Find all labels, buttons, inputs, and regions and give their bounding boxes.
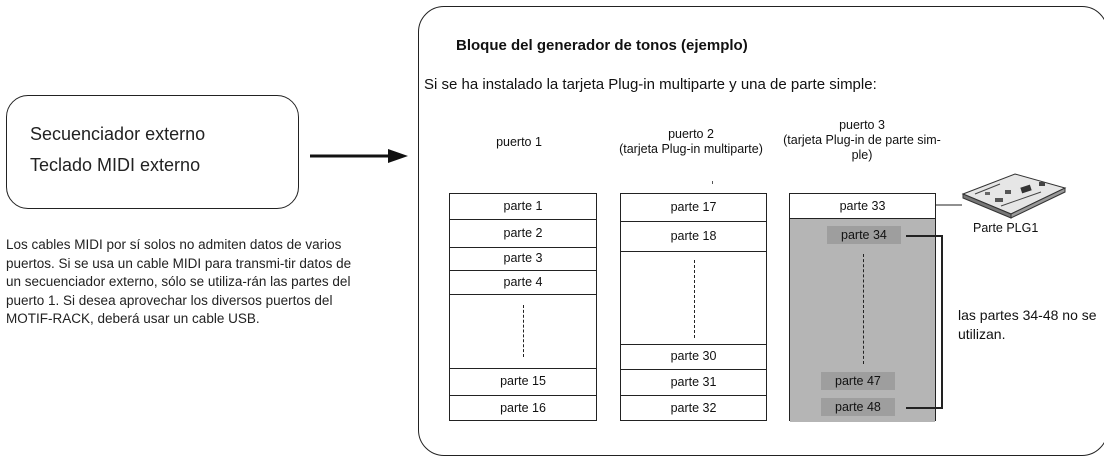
midi-cable-note: Los cables MIDI por sí solos no admiten … bbox=[6, 237, 352, 326]
part-31: parte 31 bbox=[621, 369, 766, 395]
part-47: parte 47 bbox=[821, 372, 895, 390]
panel-subtitle: Si se ha instalado la tarjeta Plug-in mu… bbox=[424, 76, 877, 93]
part-30: parte 30 bbox=[621, 344, 766, 369]
arrow-to-generator bbox=[310, 149, 408, 163]
part-3: parte 3 bbox=[450, 247, 596, 270]
panel-title: Bloque del generador de tonos (ejemplo) bbox=[456, 37, 748, 54]
port2-label: puerto 2 (tarjeta Plug-in multiparte) bbox=[619, 127, 763, 156]
part-15: parte 15 bbox=[450, 368, 596, 395]
part-gap-1 bbox=[450, 294, 596, 368]
part-1: parte 1 bbox=[503, 199, 543, 213]
port1-column: parte 1 parte 2 parte 3 parte 4 parte 15… bbox=[449, 193, 597, 421]
tick-mark bbox=[712, 181, 713, 184]
part-18: parte 18 bbox=[621, 221, 766, 251]
part-34: parte 34 bbox=[827, 226, 901, 244]
dashed-gap-line bbox=[862, 254, 864, 364]
part-48: parte 48 bbox=[821, 398, 895, 416]
connector-lines bbox=[906, 204, 962, 409]
part-33: parte 33 bbox=[839, 199, 886, 213]
part-gap-2 bbox=[621, 251, 766, 344]
port1-label: puerto 1 bbox=[496, 135, 542, 149]
external-source-box bbox=[6, 95, 299, 209]
part-32: parte 32 bbox=[621, 395, 766, 422]
part-4: parte 4 bbox=[450, 270, 596, 294]
plg1-label: Parte PLG1 bbox=[973, 221, 1039, 235]
unused-parts-note: las partes 34-48 no se utilizan. bbox=[958, 307, 1097, 342]
source-line-keyboard: Teclado MIDI externo bbox=[30, 155, 201, 175]
dashed-gap-line bbox=[523, 305, 524, 357]
port2-column: parte 17 parte 18 parte 30 parte 31 part… bbox=[620, 193, 767, 421]
part-16: parte 16 bbox=[450, 395, 596, 422]
part-2: parte 2 bbox=[450, 219, 596, 247]
part-17: parte 17 bbox=[670, 200, 717, 214]
source-line-sequencer: Secuenciador externo bbox=[30, 124, 206, 144]
dashed-gap-line bbox=[693, 260, 695, 338]
plugin-board-icon bbox=[961, 173, 1067, 219]
port3-label: puerto 3 (tarjeta Plug-in de parte sim- … bbox=[783, 118, 941, 162]
